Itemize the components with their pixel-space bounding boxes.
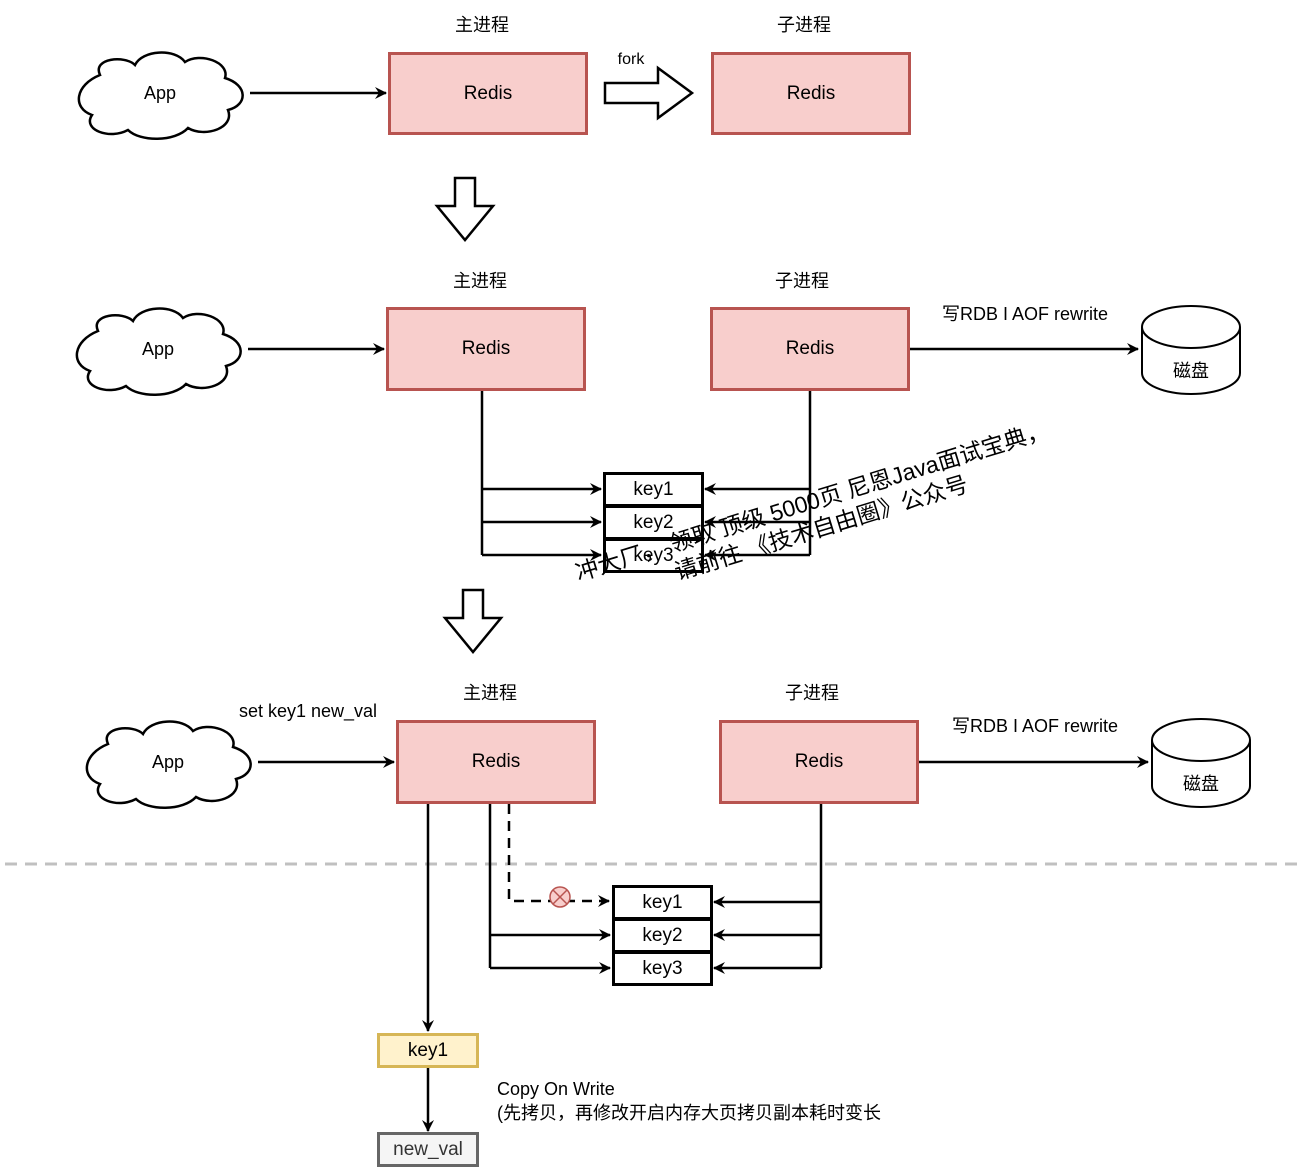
copied-key1-label: key1	[407, 1039, 449, 1061]
copied-key1-box[interactable]: key1	[377, 1033, 479, 1068]
key-cell-3-3[interactable]: key3	[612, 951, 713, 986]
child-process-title-3: 子进程	[785, 683, 839, 703]
disk-cylinder-3	[1151, 718, 1251, 808]
child-redis-label-1: Redis	[786, 82, 836, 104]
child-redis-label-3: Redis	[794, 751, 844, 772]
key-cell-2-1[interactable]: key1	[603, 472, 704, 507]
child-process-title-2: 子进程	[775, 271, 829, 291]
main-redis-label-1: Redis	[463, 82, 513, 104]
disk-label-2: 磁盘	[1173, 361, 1209, 381]
child-redis-box-1[interactable]: Redis	[711, 52, 911, 135]
disk-label-3: 磁盘	[1183, 774, 1219, 794]
child-redis-box-2[interactable]: Redis	[710, 307, 910, 391]
main-redis-box-3[interactable]: Redis	[396, 720, 596, 804]
cow-title: Copy On Write	[497, 1079, 615, 1099]
app-cloud-3	[85, 720, 252, 809]
main-process-title-1: 主进程	[455, 15, 509, 35]
new-val-box[interactable]: new_val	[377, 1132, 479, 1167]
key-label: key3	[633, 544, 674, 566]
down-block-arrow-icon-1	[434, 176, 496, 242]
main-process-title-2: 主进程	[453, 271, 507, 291]
app-label-1: App	[143, 83, 177, 103]
disk-cylinder-2	[1141, 305, 1241, 395]
key-cell-3-1[interactable]: key1	[612, 885, 713, 920]
main-redis-box-1[interactable]: Redis	[388, 52, 588, 135]
new-val-label: new_val	[393, 1138, 463, 1160]
write-rdb-aof-label-2: 写RDB I AOF rewrite	[941, 304, 1109, 324]
main-process-title-3: 主进程	[463, 683, 517, 703]
write-rdb-aof-label-3: 写RDB I AOF rewrite	[951, 716, 1119, 736]
app-cloud-2	[75, 307, 242, 396]
down-block-arrow-icon-2	[442, 588, 504, 654]
child-redis-label-2: Redis	[785, 338, 835, 359]
app-cloud-1	[77, 51, 244, 140]
main-redis-label-2: Redis	[461, 338, 511, 359]
fork-block-arrow-icon	[603, 65, 695, 121]
app-label-3: App	[151, 752, 185, 772]
child-process-title-1: 子进程	[777, 15, 831, 35]
fork-label: fork	[617, 51, 645, 68]
key-label: key2	[642, 924, 683, 946]
key-label: key3	[642, 957, 683, 979]
broken-link-icon	[549, 886, 571, 908]
set-command-label: set key1 new_val	[238, 701, 378, 721]
key-label: key2	[633, 511, 674, 533]
main-redis-label-3: Redis	[471, 751, 521, 772]
app-label-2: App	[141, 339, 175, 359]
key-cell-3-2[interactable]: key2	[612, 918, 713, 953]
cow-note: (先拷贝，再修改开启内存大页拷贝副本耗时变长	[497, 1103, 881, 1123]
child-redis-box-3[interactable]: Redis	[719, 720, 919, 804]
key-label: key1	[642, 891, 683, 913]
key-label: key1	[633, 478, 674, 500]
main-redis-box-2[interactable]: Redis	[386, 307, 586, 391]
key-cell-2-3[interactable]: key3	[603, 538, 704, 573]
